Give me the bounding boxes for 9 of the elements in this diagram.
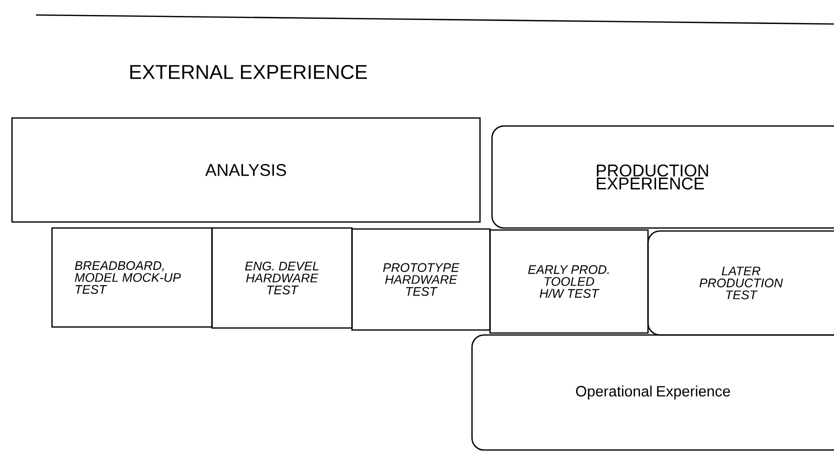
stage-box: LATER PRODUCTION TEST — [647, 230, 834, 336]
band-box: Operational Experience — [471, 334, 834, 451]
stage-box: BREADBOARD, MODEL MOCK-UP TEST — [51, 227, 213, 328]
stage-box: PROTOTYPE HARDWARE TEST — [351, 228, 491, 331]
band-box: PRODUCTION EXPERIENCE — [491, 125, 834, 229]
stage-box: ENG. DEVEL HARDWARE TEST — [211, 227, 353, 329]
band-box: ANALYSIS — [11, 117, 481, 223]
stage-box: EARLY PROD. TOOLED H/W TEST — [489, 229, 649, 334]
title: EXTERNAL EXPERIENCE — [130, 64, 367, 80]
